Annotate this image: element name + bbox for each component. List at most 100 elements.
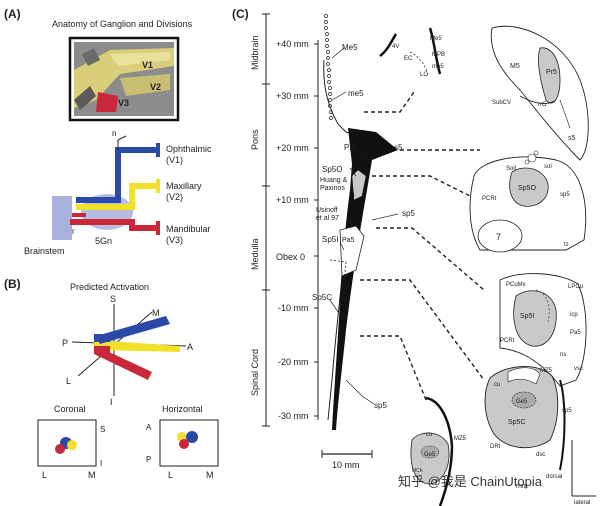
nucleus-sp5c: Sp5C bbox=[312, 293, 332, 302]
sec6-mch: MCh bbox=[412, 468, 423, 474]
sec4-vsc: vsc bbox=[574, 366, 583, 372]
coronal-view: Coronal S I L M bbox=[37, 404, 105, 480]
sec2-m5: M5 bbox=[510, 63, 520, 70]
panel-a-title: Anatomy of Ganglion and Divisions bbox=[52, 19, 193, 29]
panel-c: (C) Midbrain Pons Medulla Spinal Cord bbox=[232, 7, 596, 506]
tick-plus40: +40 mm bbox=[276, 39, 309, 49]
sec5-drt: DRt bbox=[490, 444, 501, 450]
sec2-s5: s5 bbox=[568, 135, 576, 142]
axis-label-m: M bbox=[152, 308, 160, 318]
horizontal-bottom-l: L bbox=[168, 470, 173, 480]
photo-label-v1: V1 bbox=[142, 60, 153, 70]
v1-branch bbox=[76, 147, 158, 203]
sec3-sp5: sp5 bbox=[560, 192, 570, 198]
section-sp5c: cu MZ5 Ge5 Sp5C sp5 DRt dsc bbox=[484, 366, 572, 471]
axis-label-a: A bbox=[187, 342, 193, 352]
tick-minus20: -20 mm bbox=[278, 357, 309, 367]
photo-label-v3: V3 bbox=[118, 98, 129, 108]
sec5-cu: cu bbox=[494, 382, 500, 388]
sec4-icp: icp bbox=[570, 312, 578, 318]
trigeminal-column: Me5 me5 Pr5 s5 Sp5O Huang & Paxinos Usin… bbox=[312, 14, 415, 470]
sec1-me5: Me5 bbox=[430, 36, 442, 42]
tick-plus20: +20 mm bbox=[276, 143, 309, 153]
sec5-mz5: MZ5 bbox=[540, 368, 553, 374]
axis-label-i: I bbox=[110, 397, 113, 407]
branch-v3-name: Mandibular bbox=[166, 224, 211, 234]
tick-minus10: -10 mm bbox=[278, 303, 309, 313]
sec5-sp5c: Sp5C bbox=[508, 419, 526, 426]
horizontal-side-p: P bbox=[146, 455, 151, 464]
nucleus-me5-upper: Me5 bbox=[342, 43, 358, 52]
region-pons: Pons bbox=[250, 129, 260, 150]
sec1-lc: LC bbox=[420, 72, 428, 78]
nucleus-sp5i: Sp5I bbox=[322, 235, 338, 244]
sec4-ns: ns bbox=[560, 352, 566, 358]
activation-axes: S M P A L I bbox=[62, 294, 193, 407]
root-label-r: r bbox=[72, 227, 75, 236]
sec2-m5-lower: m5 bbox=[538, 102, 547, 108]
watermark-text: 知乎 @我是 ChainUtopia bbox=[398, 474, 543, 489]
sec6-cu: cu bbox=[426, 432, 432, 438]
sec1-me5-lower: me5 bbox=[432, 64, 444, 70]
sec1-4v: 4V bbox=[392, 44, 399, 50]
nucleus-pr5: Pr5 bbox=[344, 143, 357, 152]
tick-plus30: +30 mm bbox=[276, 91, 309, 101]
sec5-sp5: sp5 bbox=[562, 408, 572, 414]
section-pons: M5 Pr5 SubCV m5 s5 bbox=[490, 25, 589, 161]
sec4-pa5: Pa5 bbox=[570, 330, 581, 336]
horizontal-bottom-m: M bbox=[206, 470, 214, 480]
panel-a-letter: (A) bbox=[4, 7, 21, 21]
panel-c-letter: (C) bbox=[232, 7, 249, 21]
trigeminal-nucleus-black bbox=[332, 128, 398, 430]
axis-lateral: lateral bbox=[574, 500, 590, 506]
tick-plus10: +10 mm bbox=[276, 195, 309, 205]
citation-et-al: et al 97 bbox=[316, 215, 339, 222]
sec6-ge5: Ge5 bbox=[424, 452, 436, 458]
coronal-side-i: I bbox=[100, 459, 102, 468]
mm-scale: +40 mm +30 mm +20 mm +10 mm Obex 0 -10 m… bbox=[276, 39, 319, 421]
section-midbrain: 4V Me5 MPB EC me5 LC bbox=[379, 27, 445, 78]
sec5-ge5: Ge5 bbox=[516, 399, 528, 405]
region-spinal-cord: Spinal Cord bbox=[250, 349, 260, 396]
nucleus-me5-lower: me5 bbox=[348, 89, 364, 98]
ganglion-photo: V1 V2 V3 bbox=[68, 36, 180, 122]
sec2-subcv: SubCV bbox=[492, 100, 511, 106]
coronal-bottom-m: M bbox=[88, 470, 96, 480]
nucleus-sp5o: Sp5O bbox=[322, 165, 342, 174]
nucleus-sp5-upper: sp5 bbox=[402, 209, 415, 218]
tick-obex: Obex 0 bbox=[276, 252, 305, 262]
sec2-pr5: Pr5 bbox=[546, 69, 557, 76]
sec1-mpb: MPB bbox=[432, 52, 445, 58]
section-cervical: cu MZ5 Ge5 MCh bbox=[410, 396, 467, 506]
root-label-n: n bbox=[112, 129, 116, 138]
sec3-sp5o: Sp5O bbox=[518, 185, 536, 192]
division-schematic: n r 5Gn Brainstem Ophthalmic (V1) Maxill… bbox=[24, 129, 212, 256]
panel-b-letter: (B) bbox=[4, 277, 21, 291]
panel-b: (B) Predicted Activation S M P A L I Cor… bbox=[4, 277, 219, 480]
v3-branch bbox=[70, 219, 158, 231]
sec4-sp5i: Sp5I bbox=[520, 313, 534, 320]
nucleus-sp5-lower: sp5 bbox=[374, 401, 387, 410]
branch-v2-code: (V2) bbox=[166, 192, 183, 202]
section-sp5i: PCuMx LPCu Sp5I icp Pa5 PCRt ns vsc bbox=[499, 273, 587, 387]
section-sp5o: Soll sol Sp5O PCRt sp5 7 tz bbox=[469, 150, 587, 253]
panel-b-title: Predicted Activation bbox=[70, 282, 149, 292]
sec1-ec: EC bbox=[404, 56, 413, 62]
sec6-mz5: MZ5 bbox=[454, 436, 467, 442]
sec3-7: 7 bbox=[496, 232, 501, 242]
orientation-axis: mm dorsal lateral bbox=[516, 440, 596, 506]
tick-minus30: -30 mm bbox=[278, 411, 309, 421]
scale-bar-label: 10 mm bbox=[332, 460, 360, 470]
axis-label-s: S bbox=[110, 294, 116, 304]
citation-huang: Huang & bbox=[320, 177, 348, 184]
branch-v1-name: Ophthalmic bbox=[166, 144, 212, 154]
sec4-pcrt: PCRt bbox=[500, 338, 515, 344]
photo-label-v2: V2 bbox=[150, 82, 161, 92]
axis-mm: mm bbox=[516, 483, 528, 490]
region-bracket: Midbrain Pons Medulla Spinal Cord bbox=[250, 13, 270, 427]
section-connectors bbox=[360, 91, 485, 401]
branch-v1-code: (V1) bbox=[166, 155, 183, 165]
axis-label-p: P bbox=[62, 338, 68, 348]
nucleus-pa5: Pa5 bbox=[342, 237, 355, 244]
